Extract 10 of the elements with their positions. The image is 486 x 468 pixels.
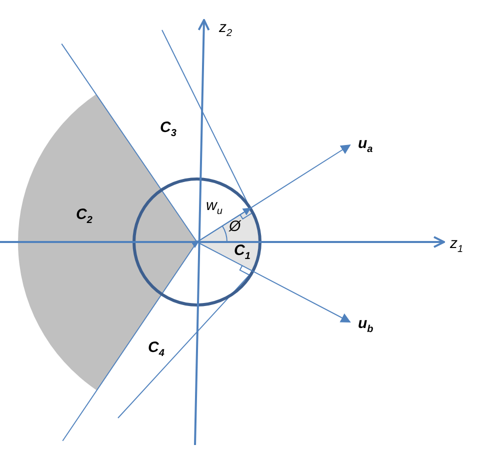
axis-label: z$_{2}$ [219, 20, 232, 39]
angle-label: Ø [229, 219, 241, 234]
region-label: C$_{2}$ [76, 207, 92, 226]
vector-label: u$_{b}$ [358, 316, 374, 335]
vector-label: w$_{u}$ [206, 198, 222, 217]
region-label: C$_{3}$ [160, 120, 176, 139]
axis-label: z$_{1}$ [450, 236, 464, 255]
vector-label: u$_{a}$ [358, 136, 373, 155]
region-label: C$_{4}$ [148, 340, 164, 359]
region-label: C$_{1}$ [234, 243, 250, 262]
